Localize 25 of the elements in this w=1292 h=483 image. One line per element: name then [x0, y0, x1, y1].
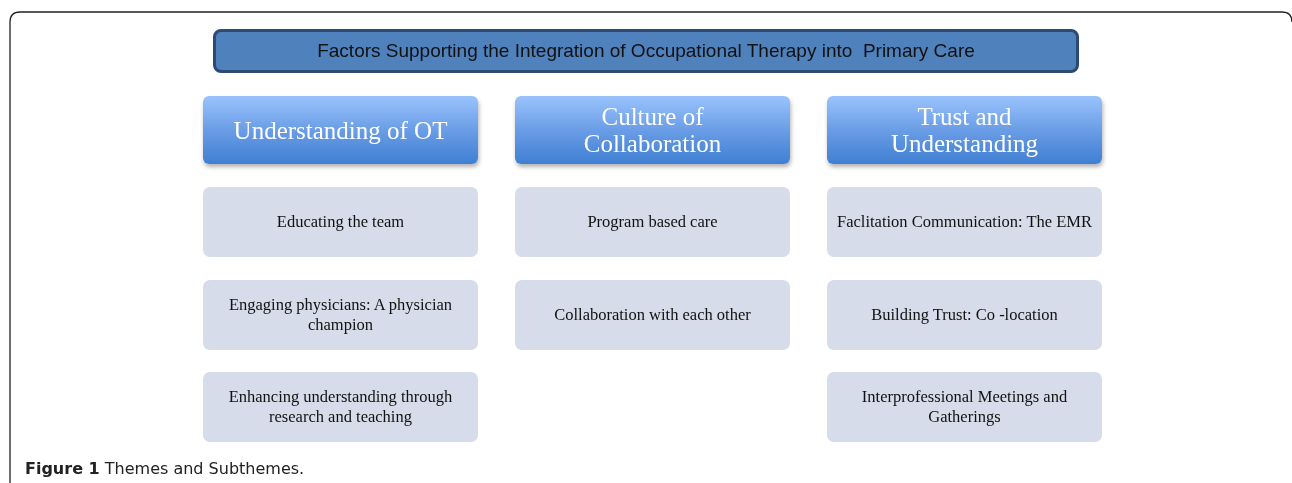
- title-box: [213, 29, 1079, 73]
- subtheme-label: Enhancing understanding through research and teaching: [227, 387, 454, 427]
- subtheme-label: Interprofessional Meetings and Gatherings: [860, 387, 1069, 427]
- subtheme-label: Building Trust: Co -location: [871, 305, 1058, 325]
- theme-box: [203, 96, 478, 164]
- subtheme-label: Engaging physicians: A physician champion: [227, 295, 454, 335]
- theme-label: Understanding of OT: [233, 116, 448, 144]
- subtheme-box: [203, 187, 478, 257]
- theme-box: [515, 96, 790, 164]
- theme-label: Trust and Understanding: [889, 103, 1040, 157]
- theme-label: Culture of Collaboration: [582, 103, 723, 157]
- subtheme-box: [827, 187, 1102, 257]
- subtheme-box: [515, 280, 790, 350]
- subtheme-label: Program based care: [587, 212, 718, 232]
- subtheme-label: Educating the team: [276, 212, 405, 232]
- theme-box: [827, 96, 1102, 164]
- subtheme-box: [515, 187, 790, 257]
- subtheme-label: Faclitation Communication: The EMR: [837, 212, 1092, 232]
- figure-caption: Figure 1 Themes and Subthemes.: [25, 459, 305, 478]
- subtheme-box: [827, 372, 1102, 442]
- subtheme-box: [203, 280, 478, 350]
- title-text: Factors Supporting the Integration of Occupational Therapy into Primary Care: [317, 40, 975, 62]
- subtheme-box: [827, 280, 1102, 350]
- subtheme-box: [203, 372, 478, 442]
- subtheme-label: Collaboration with each other: [554, 305, 751, 325]
